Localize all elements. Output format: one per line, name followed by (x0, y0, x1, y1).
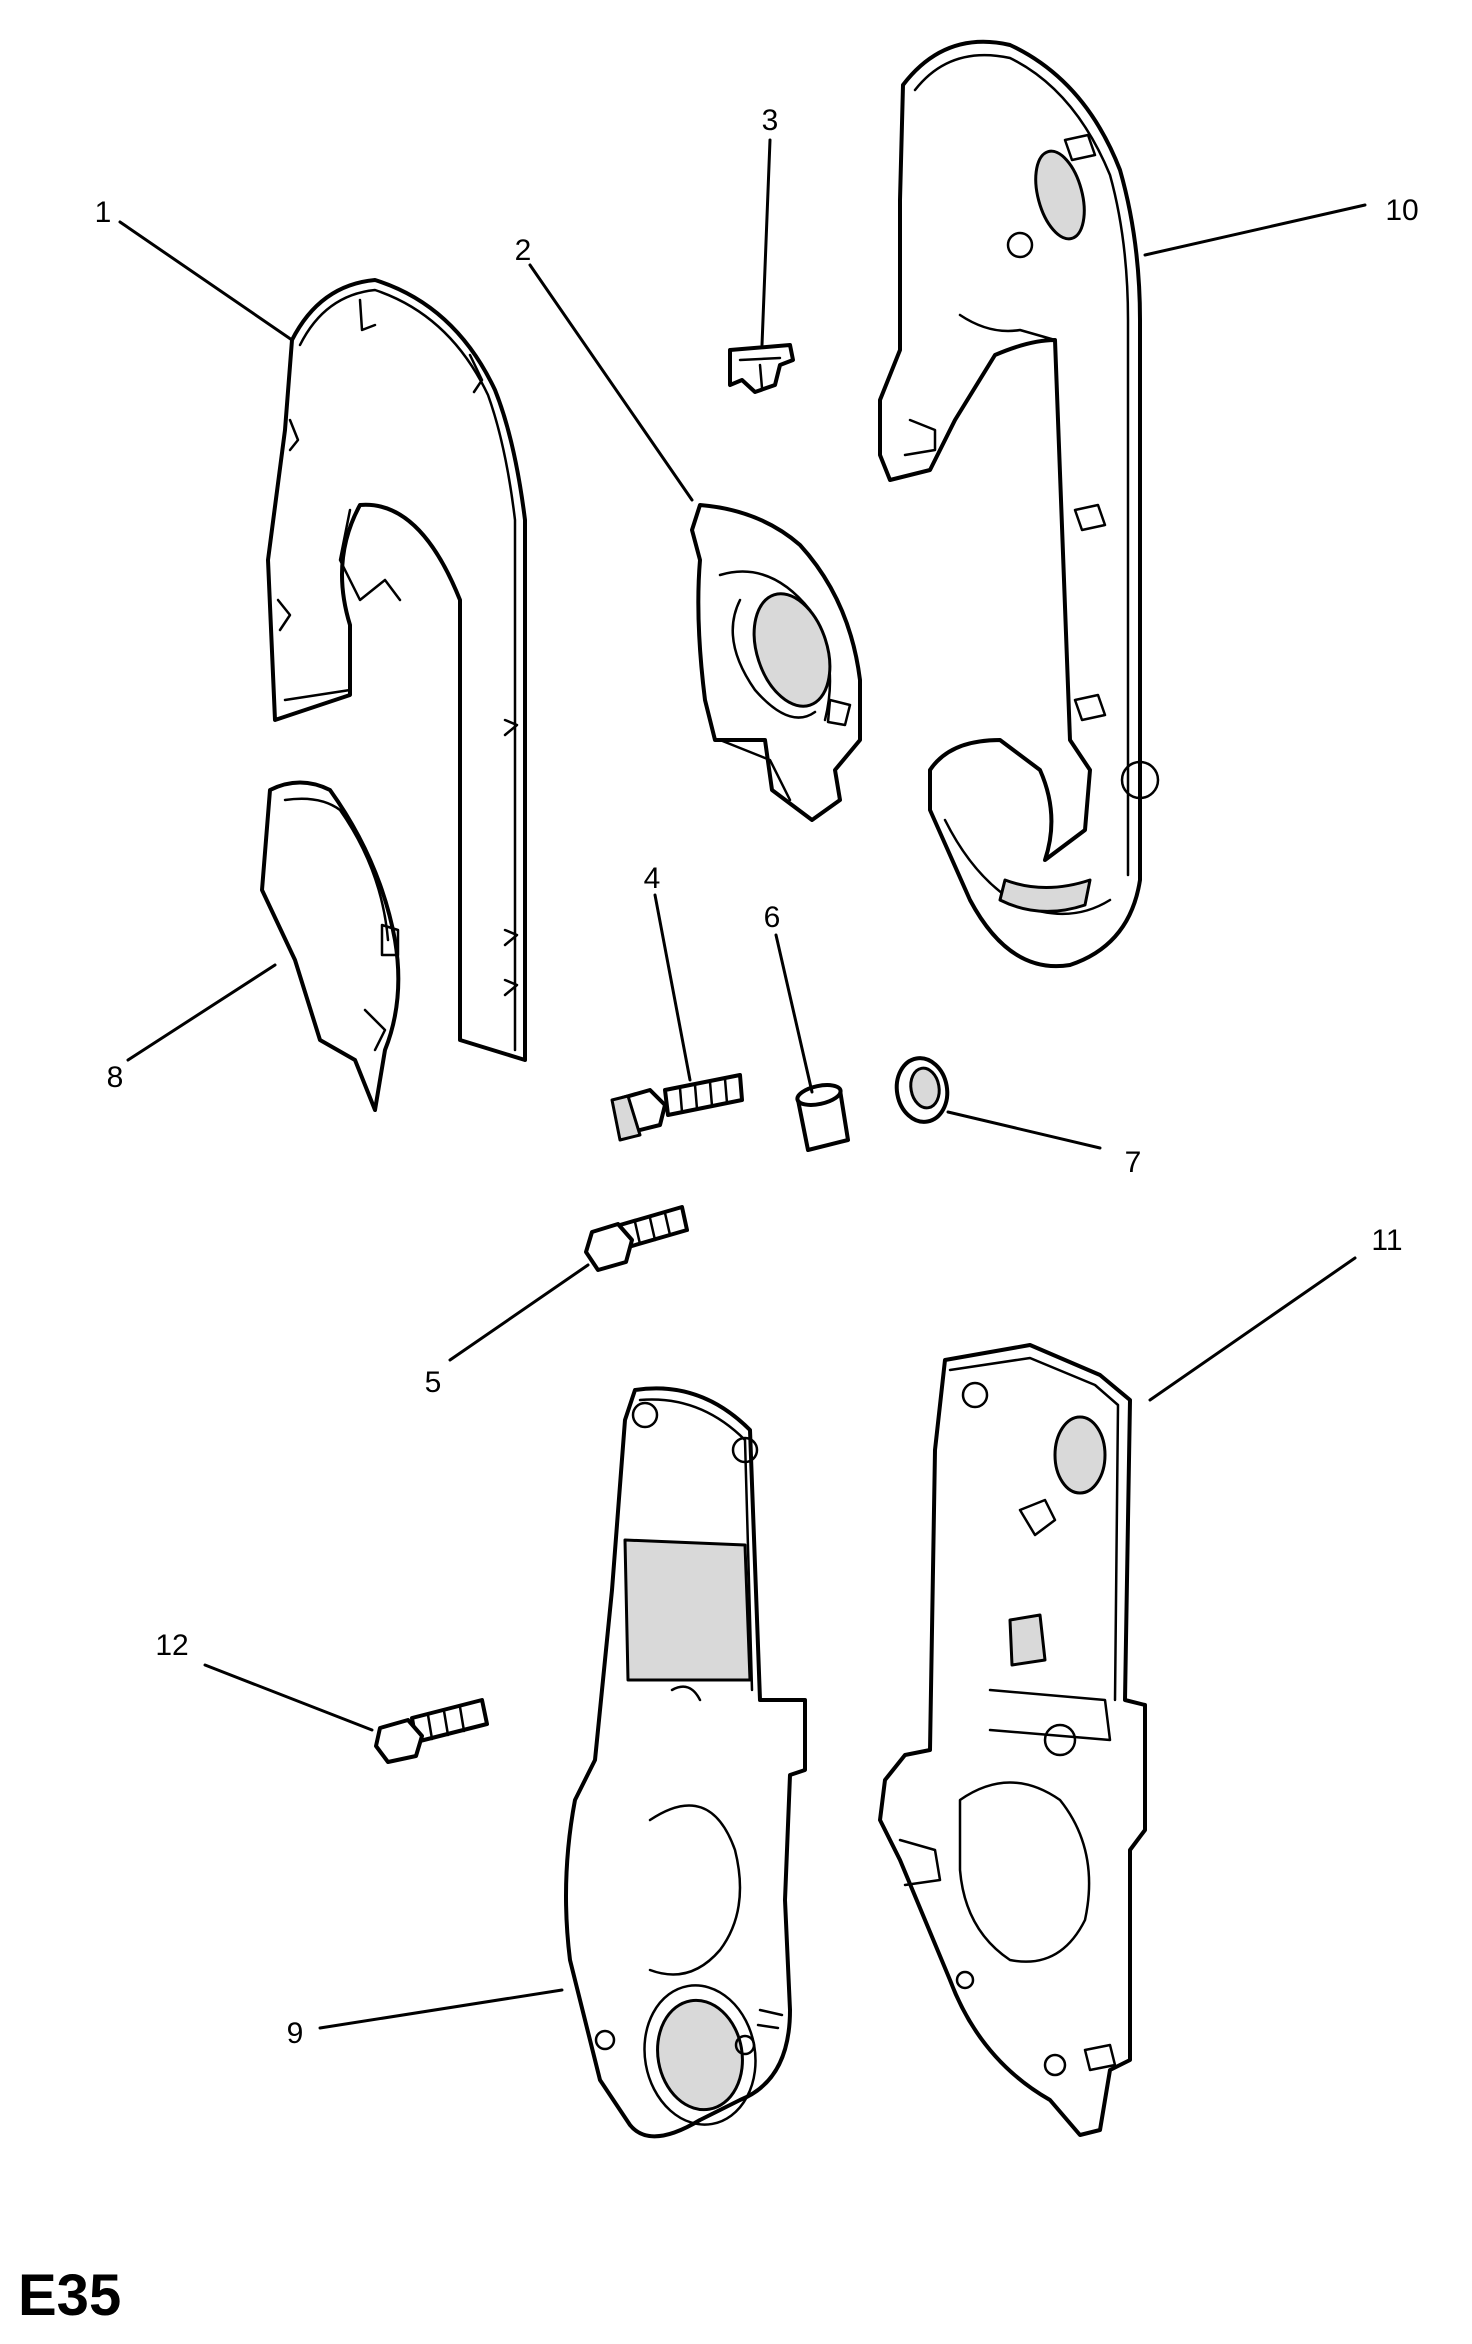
diagram-code-label: E35 (18, 2263, 122, 2328)
leader-2 (528, 263, 694, 502)
leader-4 (653, 893, 692, 1082)
part-3-clip (728, 343, 795, 394)
callout-10: 10 (1385, 194, 1418, 227)
leader-lines (118, 138, 1367, 2030)
leader-8 (126, 963, 277, 1062)
part-9-rear-plate (564, 1386, 807, 2139)
callout-4: 4 (644, 862, 661, 895)
callout-labels: 1 2 3 4 5 6 7 8 9 10 11 12 (95, 104, 1419, 2050)
part-12-bolt (374, 1698, 489, 1764)
leader-3 (760, 138, 772, 347)
callout-1: 1 (95, 196, 112, 229)
leader-11 (1148, 1256, 1357, 1402)
callout-6: 6 (764, 901, 781, 934)
leader-10 (1143, 203, 1367, 257)
callout-12: 12 (155, 1629, 188, 1662)
leader-12 (203, 1663, 374, 1732)
callout-5: 5 (425, 1366, 442, 1399)
leader-6 (774, 933, 814, 1094)
part-4-bolt (610, 1073, 744, 1142)
part-1-upper-cover (266, 278, 527, 1062)
callout-11: 11 (1371, 1224, 1402, 1257)
leader-7 (946, 1110, 1102, 1150)
leader-5 (448, 1263, 590, 1362)
part-8-lower-segment (260, 780, 401, 1112)
callout-7: 7 (1125, 1146, 1142, 1179)
callout-3: 3 (762, 104, 779, 137)
part-7-seal-ring (894, 1056, 950, 1124)
leader-9 (318, 1988, 564, 2030)
part-2-guide-shroud (690, 503, 862, 822)
callout-2: 2 (515, 234, 532, 267)
callout-8: 8 (107, 1061, 124, 1094)
part-10-rear-cover-upper (878, 39, 1160, 969)
part-11-rear-housing (878, 1343, 1147, 2137)
leader-1 (118, 220, 294, 342)
part-6-spacer-sleeve (795, 1083, 850, 1152)
callout-9: 9 (287, 2017, 304, 2050)
part-5-bolt (584, 1205, 689, 1272)
